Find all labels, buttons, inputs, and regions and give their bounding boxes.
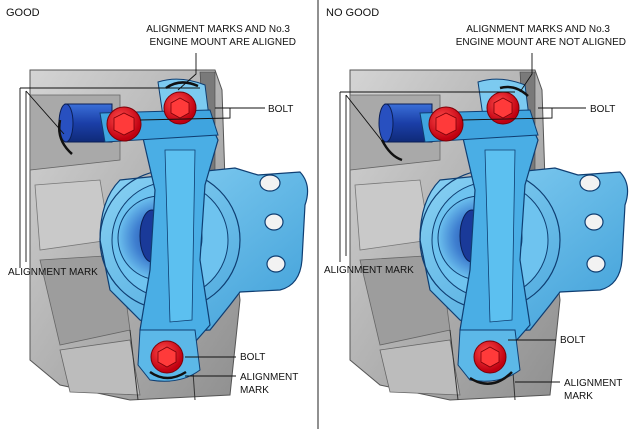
alignment-mark-top: [165, 81, 199, 90]
header-good: GOOD: [6, 7, 40, 19]
callout-line2-nogood: ENGINE MOUNT ARE NOT ALIGNED: [456, 37, 626, 48]
alignment-mark-left-label-nogood: ALIGNMENT MARK: [324, 265, 414, 276]
bolt-top-label-nogood: BOLT: [590, 104, 615, 115]
bolt-top-label-good: BOLT: [268, 104, 293, 115]
alignment-mark-left: [58, 119, 73, 155]
alignment-mark-bottom: [149, 370, 187, 380]
panel-nogood: NO GOOD ALIGNMENT MARKS AND No.3 ENGINE …: [324, 7, 629, 402]
alignment-mark-left-label-good: ALIGNMENT MARK: [8, 267, 98, 278]
alignment-mark-bottom-ng: [469, 371, 513, 385]
bolt-bottom-label-good: BOLT: [240, 352, 265, 363]
callout-line2-good: ENGINE MOUNT ARE ALIGNED: [149, 37, 296, 48]
header-nogood: NO GOOD: [326, 7, 379, 19]
alignment-mark-bottom-label2-nogood: MARK: [564, 391, 593, 402]
alignment-mark-bottom-label1-nogood: ALIGNMENT: [564, 378, 622, 389]
panel-good: GOOD ALIGNMENT MARKS AND No.3 ENGINE MOU…: [6, 7, 309, 401]
alignment-mark-top-ng: [499, 85, 529, 97]
bolt-bottom-label-nogood: BOLT: [560, 335, 585, 346]
alignment-mark-bottom-label2-good: MARK: [240, 385, 269, 396]
alignment-mark-bottom-label1-good: ALIGNMENT: [240, 372, 298, 383]
callout-line1-nogood: ALIGNMENT MARKS AND No.3: [466, 24, 610, 35]
callout-line1-good: ALIGNMENT MARKS AND No.3: [146, 24, 290, 35]
